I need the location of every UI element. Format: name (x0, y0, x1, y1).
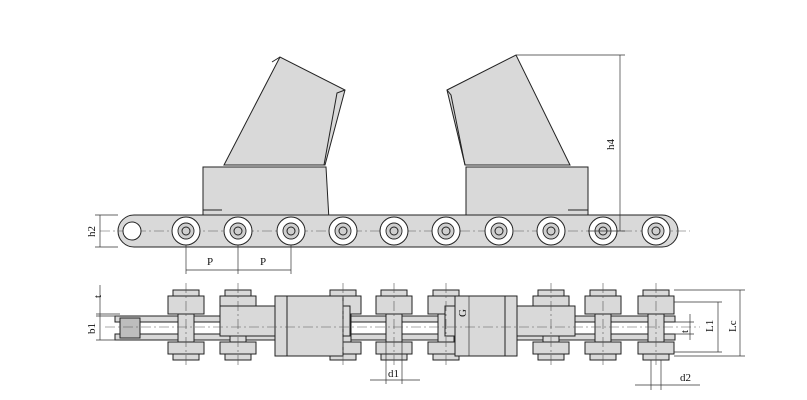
pin-11 (641, 216, 671, 246)
dimension-d1: d1 (370, 342, 420, 384)
pin-6 (379, 216, 409, 246)
label-h4: h4 (605, 139, 617, 151)
dimension-g: G (457, 296, 470, 356)
top-view: t b1 G d1 d2 (86, 283, 745, 390)
pin-7 (431, 216, 461, 246)
label-l1: L1 (704, 320, 716, 332)
dimension-h2: h2 (86, 214, 118, 248)
dimension-t-inner: t (674, 314, 694, 340)
label-g: G (457, 309, 469, 317)
pin-8 (484, 216, 514, 246)
attachment-left (202, 56, 346, 221)
pin-9 (536, 216, 566, 246)
label-t: t (92, 295, 104, 298)
attachment-block-left (219, 295, 351, 357)
pin-2 (171, 216, 201, 246)
dimension-lc: Lc (674, 289, 745, 357)
label-pitch-1: P (207, 256, 213, 268)
dimension-h4: h4 (516, 54, 625, 232)
dimension-pitch: P P (185, 245, 292, 274)
label-pitch-2: P (260, 256, 266, 268)
attachment-right (446, 54, 589, 221)
pin-1 (122, 221, 142, 241)
dimension-b1: b1 (86, 315, 120, 341)
roller-stack-1 (119, 317, 141, 339)
label-t-inner: t (679, 330, 691, 333)
pin-4 (276, 216, 306, 246)
label-lc: Lc (727, 320, 739, 332)
pin-5 (328, 216, 358, 246)
label-b1: b1 (86, 323, 98, 334)
label-h2: h2 (86, 226, 98, 237)
dimension-l1: L1 (674, 301, 722, 353)
pin-3 (223, 216, 253, 246)
dimension-d2: d2 (635, 360, 700, 390)
side-view: h2 h4 P P (86, 54, 690, 274)
attachment-block-right (444, 295, 576, 357)
label-d1: d1 (388, 368, 399, 380)
label-d2: d2 (680, 372, 691, 384)
dimension-t: t (92, 285, 120, 316)
